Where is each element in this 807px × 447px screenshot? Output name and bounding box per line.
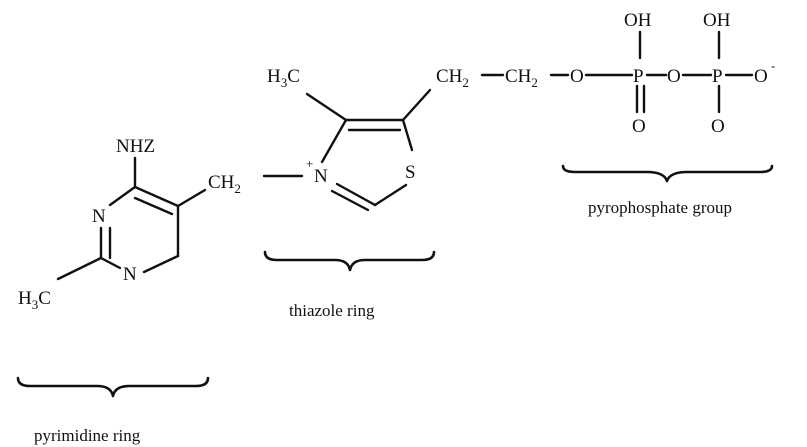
methyl-bond bbox=[305, 92, 348, 122]
thiazole-methyl: H3C bbox=[267, 66, 300, 90]
ring-bond bbox=[373, 183, 408, 207]
ethyl-ch2-1: CH2 bbox=[436, 66, 469, 90]
ring-bond bbox=[99, 256, 122, 270]
pyrimidine-methyl: H3C bbox=[18, 288, 51, 312]
pyrophosphate-label: pyrophosphate group bbox=[588, 198, 732, 217]
ring-double-bond bbox=[330, 189, 370, 212]
hydroxyl-group-2: OH bbox=[703, 10, 731, 31]
thiazole-ring bbox=[305, 88, 432, 212]
amine-group: NHZ bbox=[116, 136, 155, 157]
thiazole-label: thiazole ring bbox=[289, 301, 375, 320]
thiazole-brace bbox=[263, 250, 436, 272]
pyrimidine-nitrogen: N bbox=[92, 206, 106, 227]
ring-bond bbox=[335, 182, 377, 207]
methylene-bond bbox=[176, 188, 207, 208]
thiazole-sulfur: S bbox=[405, 162, 416, 183]
ring-bond bbox=[320, 118, 348, 164]
pyrimidine-label: pyrimidine ring bbox=[34, 426, 141, 445]
phosphorus-2: P bbox=[712, 66, 723, 87]
pyrimidine-nitrogen: N bbox=[123, 264, 137, 285]
pyrophosphate-brace bbox=[561, 164, 774, 183]
terminal-oxygen: O bbox=[754, 66, 768, 87]
pyrimidine-ring bbox=[56, 156, 207, 281]
ring-bond bbox=[108, 185, 137, 207]
pyrimidine-brace bbox=[16, 376, 210, 398]
ring-double-bond bbox=[133, 196, 174, 216]
ring-bond bbox=[133, 185, 180, 208]
oxo-oxygen-2: O bbox=[711, 116, 725, 137]
hydroxyl-group-1: OH bbox=[624, 10, 652, 31]
negative-charge: - bbox=[771, 58, 775, 73]
ring-bond bbox=[142, 254, 180, 274]
side-chain-bond bbox=[401, 88, 432, 122]
bridge-oxygen: O bbox=[667, 66, 681, 87]
ring-bond bbox=[401, 118, 414, 152]
oxo-oxygen-1: O bbox=[632, 116, 646, 137]
positive-charge: + bbox=[306, 156, 313, 171]
ester-oxygen: O bbox=[570, 66, 584, 87]
ethyl-ch2-2: CH2 bbox=[505, 66, 538, 90]
thiazole-nitrogen: N bbox=[314, 166, 328, 187]
methyl-bond bbox=[56, 256, 103, 281]
methylene-bridge: CH2 bbox=[208, 172, 241, 196]
phosphorus-1: P bbox=[633, 66, 644, 87]
